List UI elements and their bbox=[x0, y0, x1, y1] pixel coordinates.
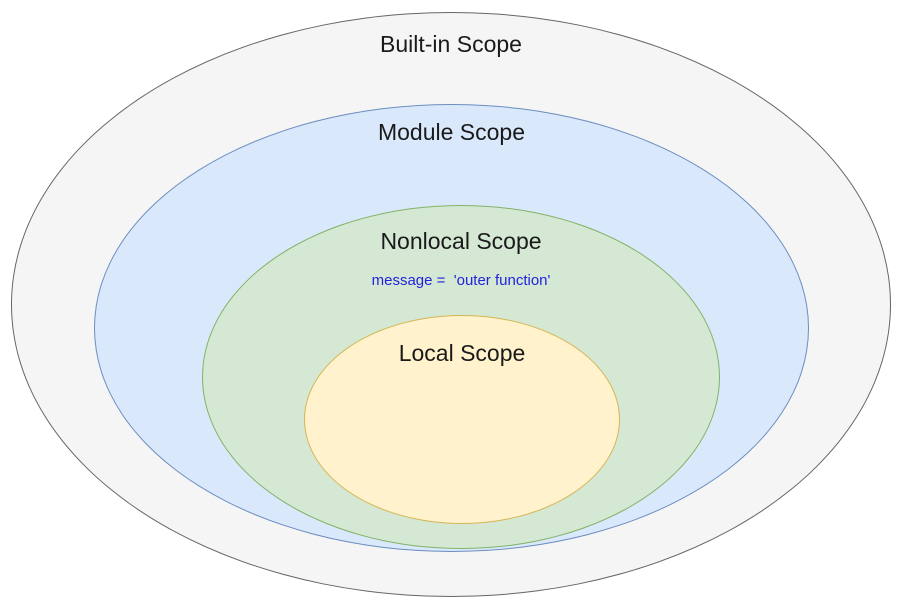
module-scope-label: Module Scope bbox=[377, 119, 526, 145]
local-scope-label: Local Scope bbox=[398, 340, 526, 366]
builtin-scope-label: Built-in Scope bbox=[380, 31, 522, 57]
nonlocal-variable-assignment: message = 'outer function' bbox=[371, 272, 551, 289]
nonlocal-scope-label: Nonlocal Scope bbox=[380, 228, 542, 254]
local-scope-ellipse: Local Scope bbox=[304, 315, 620, 524]
